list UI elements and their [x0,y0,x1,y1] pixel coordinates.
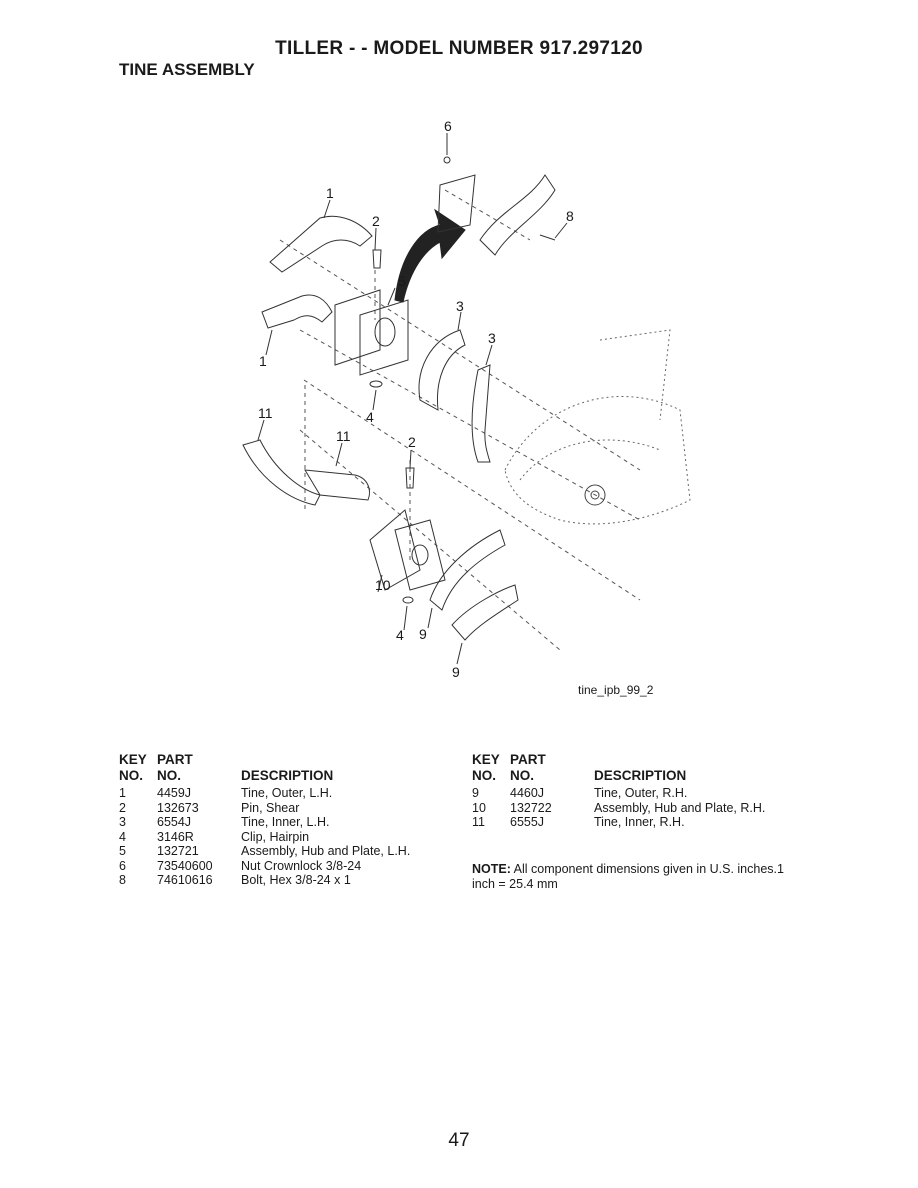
description: Assembly, Hub and Plate, L.H. [241,844,411,858]
part-no: 132722 [510,800,552,815]
part-no: 132673 [157,800,199,815]
header-part-1: PART [157,752,193,767]
key-no: 2 [119,800,126,815]
part-no: 73540600 [157,858,213,873]
callout-1-upper: 1 [326,185,334,201]
header-key-2: NO. [472,768,497,783]
header-part-1: PART [510,752,546,767]
key-no: 3 [119,815,126,829]
key-no: 8 [119,873,126,887]
callout-3-right: 3 [488,330,496,346]
callout-4-upper: 4 [366,409,374,425]
key-no: 10 [472,800,486,815]
callout-2-upper: 2 [372,213,380,229]
page-title: TILLER - - MODEL NUMBER 917.297120 [275,38,643,59]
description: Clip, Hairpin [241,829,310,844]
callout-labels: 6 1 2 8 5 3 3 1 4 11 11 2 10 4 9 9 [258,118,574,680]
section-title: TINE ASSEMBLY [119,60,255,79]
tine-assembly-diagram: 6 1 2 8 5 3 3 1 4 11 11 2 10 4 9 9 [242,118,691,680]
header-key-2: NO. [119,768,144,783]
part-no: 132721 [157,844,199,858]
part-no: 4460J [510,786,545,800]
key-no: 9 [472,786,479,800]
description: Nut Crownlock 3/8-24 [241,858,362,873]
part-no: 6554J [157,815,192,829]
header-key-1: KEY [472,752,500,767]
header-description: DESCRIPTION [241,768,334,783]
description: Tine, Inner, L.H. [241,815,330,829]
key-no: 11 [472,815,485,829]
callout-10: 10 [375,577,391,593]
key-no: 6 [119,858,126,873]
description: Tine, Outer, L.H. [241,786,333,800]
key-no: 5 [119,844,126,858]
dimension-note: NOTE: All component dimensions given in … [472,862,792,892]
header-part-2: NO. [157,768,182,783]
callout-6: 6 [444,118,452,134]
description: Tine, Inner, R.H. [594,815,685,829]
callout-4-lower: 4 [396,627,404,643]
callout-1-lower: 1 [259,353,267,369]
description: Bolt, Hex 3/8-24 x 1 [241,873,351,887]
key-no: 4 [119,829,126,844]
header-description: DESCRIPTION [594,768,687,783]
part-no: 74610616 [157,873,213,887]
description: Pin, Shear [241,800,300,815]
callout-8: 8 [566,208,574,224]
page-number: 47 [448,1130,470,1151]
note-label: NOTE: [472,862,511,876]
header-part-2: NO. [510,768,535,783]
part-no: 6555J [510,815,545,829]
figure-id: tine_ipb_99_2 [578,683,654,697]
callout-9-lower: 9 [452,664,460,680]
part-no: 4459J [157,786,192,800]
description: Assembly, Hub and Plate, R.H. [594,800,766,815]
callout-9-left: 9 [419,626,427,642]
part-no: 3146R [157,829,194,844]
callout-5: 5 [398,273,406,289]
callout-11-right: 11 [336,428,351,444]
header-key-1: KEY [119,752,147,767]
callout-11-left: 11 [258,405,273,421]
key-no: 1 [119,786,126,800]
callout-2-lower: 2 [408,434,416,450]
callout-3-left: 3 [456,298,464,314]
description: Tine, Outer, R.H. [594,786,688,800]
note-text: All component dimensions given in U.S. i… [472,862,784,891]
